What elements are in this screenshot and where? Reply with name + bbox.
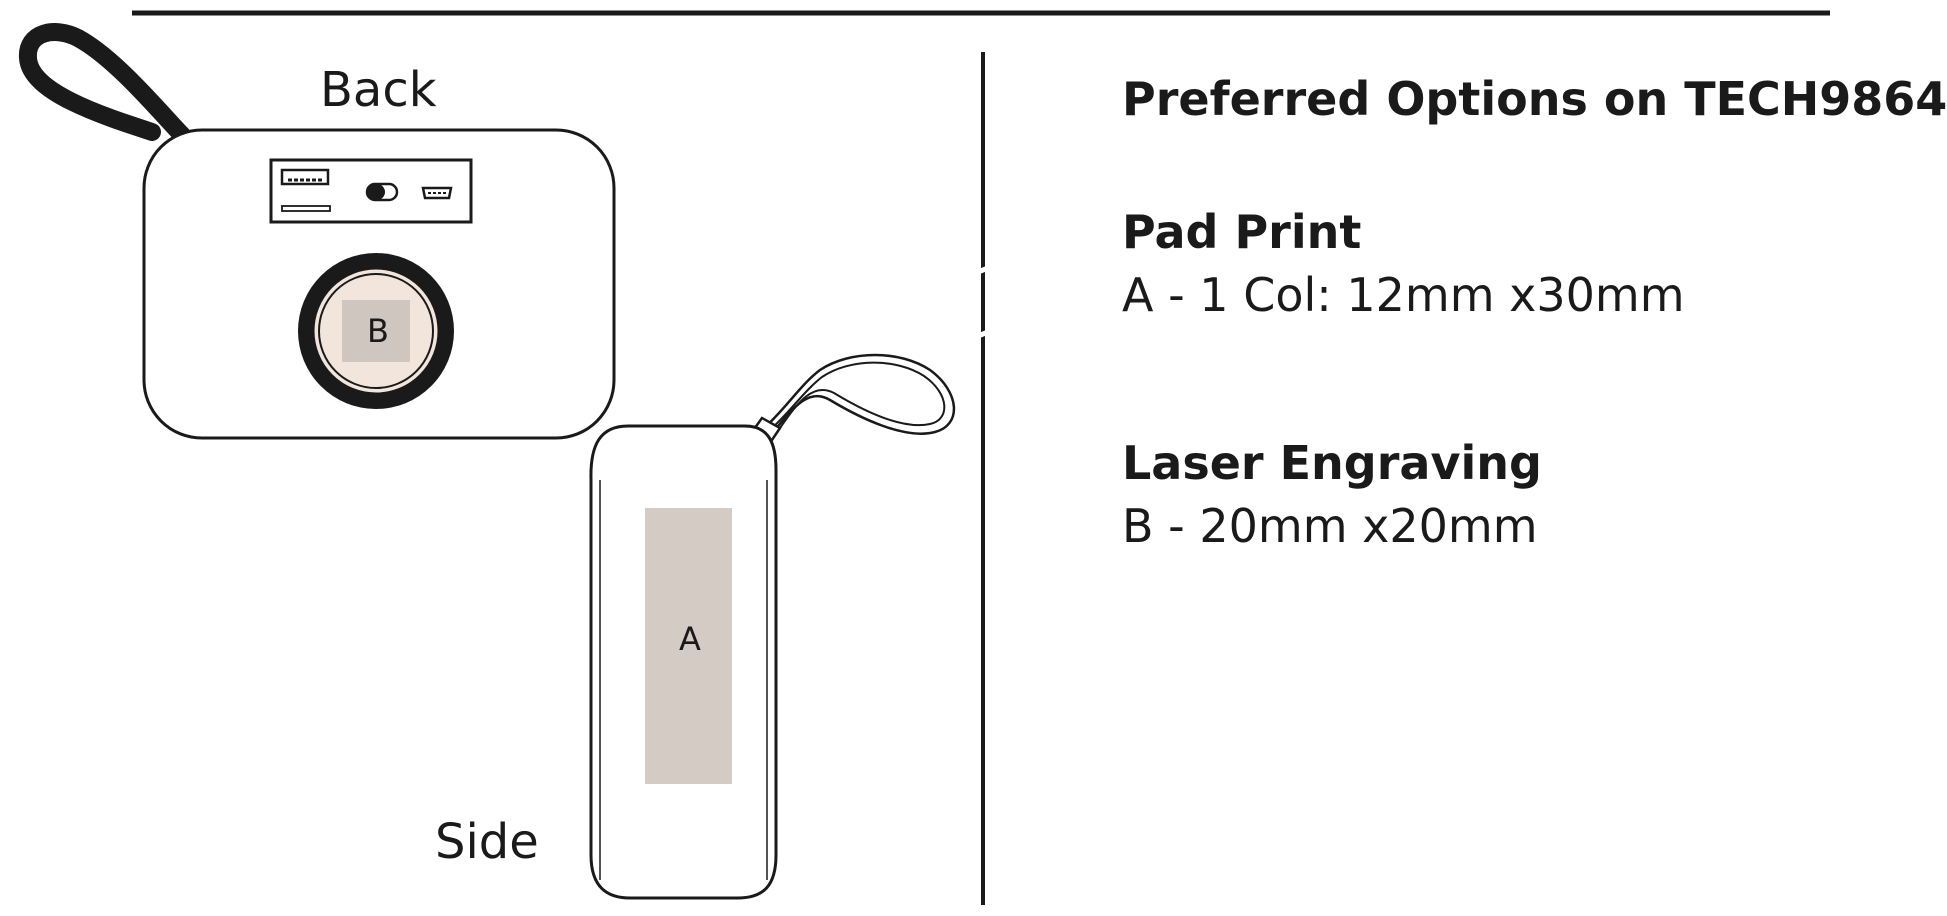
- option-pad-print: Pad Print A - 1 Col: 12mm x30mm: [1122, 205, 1902, 323]
- option-detail: A - 1 Col: 12mm x30mm: [1122, 268, 1685, 323]
- option-heading: Pad Print: [1122, 205, 1362, 260]
- side-view-label: Side: [435, 814, 539, 870]
- zone-a-letter: A: [679, 620, 701, 658]
- print-zone-a: [645, 508, 732, 784]
- card-slot-icon: [281, 205, 331, 212]
- option-detail: B - 20mm x20mm: [1122, 498, 1538, 553]
- option-heading: Laser Engraving: [1122, 435, 1542, 490]
- micro-usb-port-icon: [421, 186, 453, 200]
- back-view-label: Back: [320, 62, 437, 118]
- print-zone-b: [342, 300, 410, 362]
- options-panel: Preferred Options on TECH9864 Pad Print …: [1122, 72, 1947, 554]
- option-laser-engraving: Laser Engraving B - 20mm x20mm: [1122, 436, 1902, 554]
- usb-port-icon: [280, 168, 330, 186]
- zone-b-letter: B: [367, 312, 389, 350]
- panel-title: Preferred Options on TECH9864: [1122, 72, 1947, 126]
- side-strap-icon: [750, 353, 956, 442]
- ports-panel: [269, 158, 473, 224]
- power-switch-icon: [365, 182, 399, 202]
- back-strap-icon: [19, 23, 191, 144]
